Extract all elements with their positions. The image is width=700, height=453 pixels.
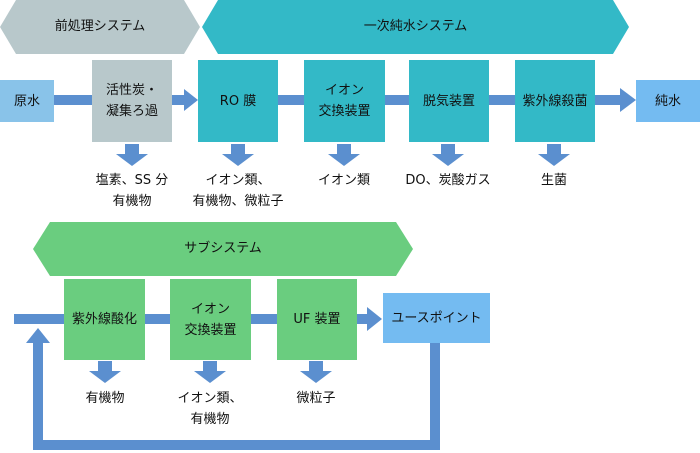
down-arrow-uv: [538, 144, 570, 166]
flow-arrowhead-to-usepoint: [367, 307, 382, 331]
down-arrow-uvox: [89, 361, 121, 383]
sub-banner-label: サブシステム: [184, 241, 262, 256]
flow-line-uvox-to-ion: [145, 314, 170, 324]
flow-line-raw-to-carbon: [54, 95, 92, 105]
degasser-box: 脱気装置: [409, 60, 489, 142]
activated-carbon-filtration-box: 活性炭・ 凝集ろ過: [92, 60, 172, 142]
uv-oxidation-box: 紫外線酸化: [64, 279, 145, 360]
removes-label-ion: イオン類: [317, 173, 370, 188]
down-arrow-ion: [328, 144, 360, 166]
flow-line-ion-to-uf: [251, 314, 277, 324]
down-arrow-ro: [222, 144, 254, 166]
pure-water-box: 純水: [636, 80, 700, 122]
flow-line-entry: [14, 314, 64, 324]
down-arrow-degas: [432, 144, 464, 166]
ro-membrane-box: RO 膜: [198, 60, 278, 142]
removes-label-uv: 生菌: [540, 173, 567, 188]
uf-unit-box: UF 装置: [277, 279, 357, 360]
removes-label-uvox: 有機物: [85, 391, 125, 406]
flow-line-degas-to-uv: [489, 95, 515, 105]
removes-label-degas: DO、炭酸ガス: [405, 173, 491, 188]
return-line-down: [430, 343, 440, 450]
down-arrow-sub-ion: [194, 361, 226, 383]
down-arrow-carbon: [116, 144, 148, 166]
flow-line-ion-to-degas: [385, 95, 409, 105]
down-arrow-uf: [300, 361, 332, 383]
flow-arrowhead-to-ro: [184, 89, 198, 111]
flow-line-uv-to-pure: [595, 95, 621, 105]
uv-sterilization-box: 紫外線殺菌: [515, 60, 595, 142]
sub-banner-shape: [33, 222, 413, 276]
removes-label-carbon: 塩素、SS 分 有機物: [95, 173, 169, 209]
flow-arrowhead-to-pure: [620, 88, 636, 112]
raw-water-box: 原水: [0, 80, 54, 122]
primary-banner-shape: [202, 0, 629, 54]
flow-line-carbon-to-ro: [172, 95, 184, 105]
removes-label-ro: イオン類、 有機物、微粒子: [192, 173, 284, 209]
sub-ion-exchange-box: イオン 交換装置: [170, 279, 251, 360]
removes-label-sub-ion: イオン類、 有機物: [177, 391, 243, 427]
pretreatment-banner-shape: [0, 0, 200, 54]
use-point-box: ユースポイント: [383, 293, 490, 343]
primary-ion-exchange-box: イオン 交換装置: [304, 60, 385, 142]
return-line-up: [33, 342, 43, 450]
flow-line-ro-to-ion: [278, 95, 304, 105]
pretreatment-banner-label: 前処理システム: [54, 19, 146, 34]
primary-banner-label: 一次純水システム: [363, 19, 468, 34]
return-arrowhead-up: [26, 328, 50, 343]
removes-label-uf: 微粒子: [296, 391, 336, 406]
return-line-bottom: [33, 440, 440, 450]
flow-line-uf-to-usepoint: [357, 314, 367, 324]
